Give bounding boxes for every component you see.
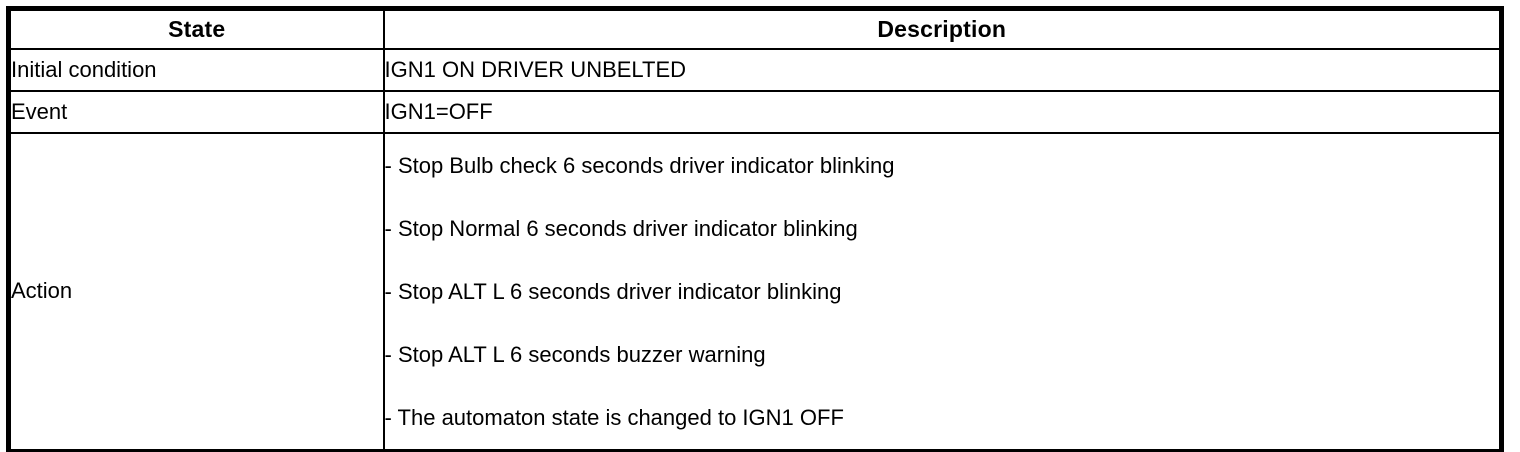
state-description-table: State Description Initial condition IGN1… <box>6 6 1504 452</box>
action-line: - Stop Normal 6 seconds driver indicator… <box>384 215 858 241</box>
action-line: - Stop ALT L 6 seconds buzzer warning <box>384 341 766 367</box>
action-line: - Stop ALT L 6 seconds driver indicator … <box>384 278 842 304</box>
action-line: - The automaton state is changed to IGN1… <box>384 404 844 430</box>
table-row-event: Event IGN1=OFF <box>7 89 1503 134</box>
state-label-initial-condition: Initial condition <box>7 47 385 92</box>
table-header-row: State Description <box>7 7 1503 50</box>
state-label-action: Action <box>7 131 385 452</box>
description-action: - Stop Bulb check 6 seconds driver indic… <box>382 131 1503 452</box>
table-row-action: Action - Stop Bulb check 6 seconds drive… <box>7 131 1503 452</box>
table-row-initial-condition: Initial condition IGN1 ON DRIVER UNBELTE… <box>7 47 1503 92</box>
column-header-description: Description <box>382 7 1503 50</box>
description-event: IGN1=OFF <box>382 89 1503 134</box>
description-initial-condition: IGN1 ON DRIVER UNBELTED <box>382 47 1503 92</box>
state-label-event: Event <box>7 89 385 134</box>
column-header-state: State <box>7 7 385 50</box>
action-line: - Stop Bulb check 6 seconds driver indic… <box>384 152 895 178</box>
